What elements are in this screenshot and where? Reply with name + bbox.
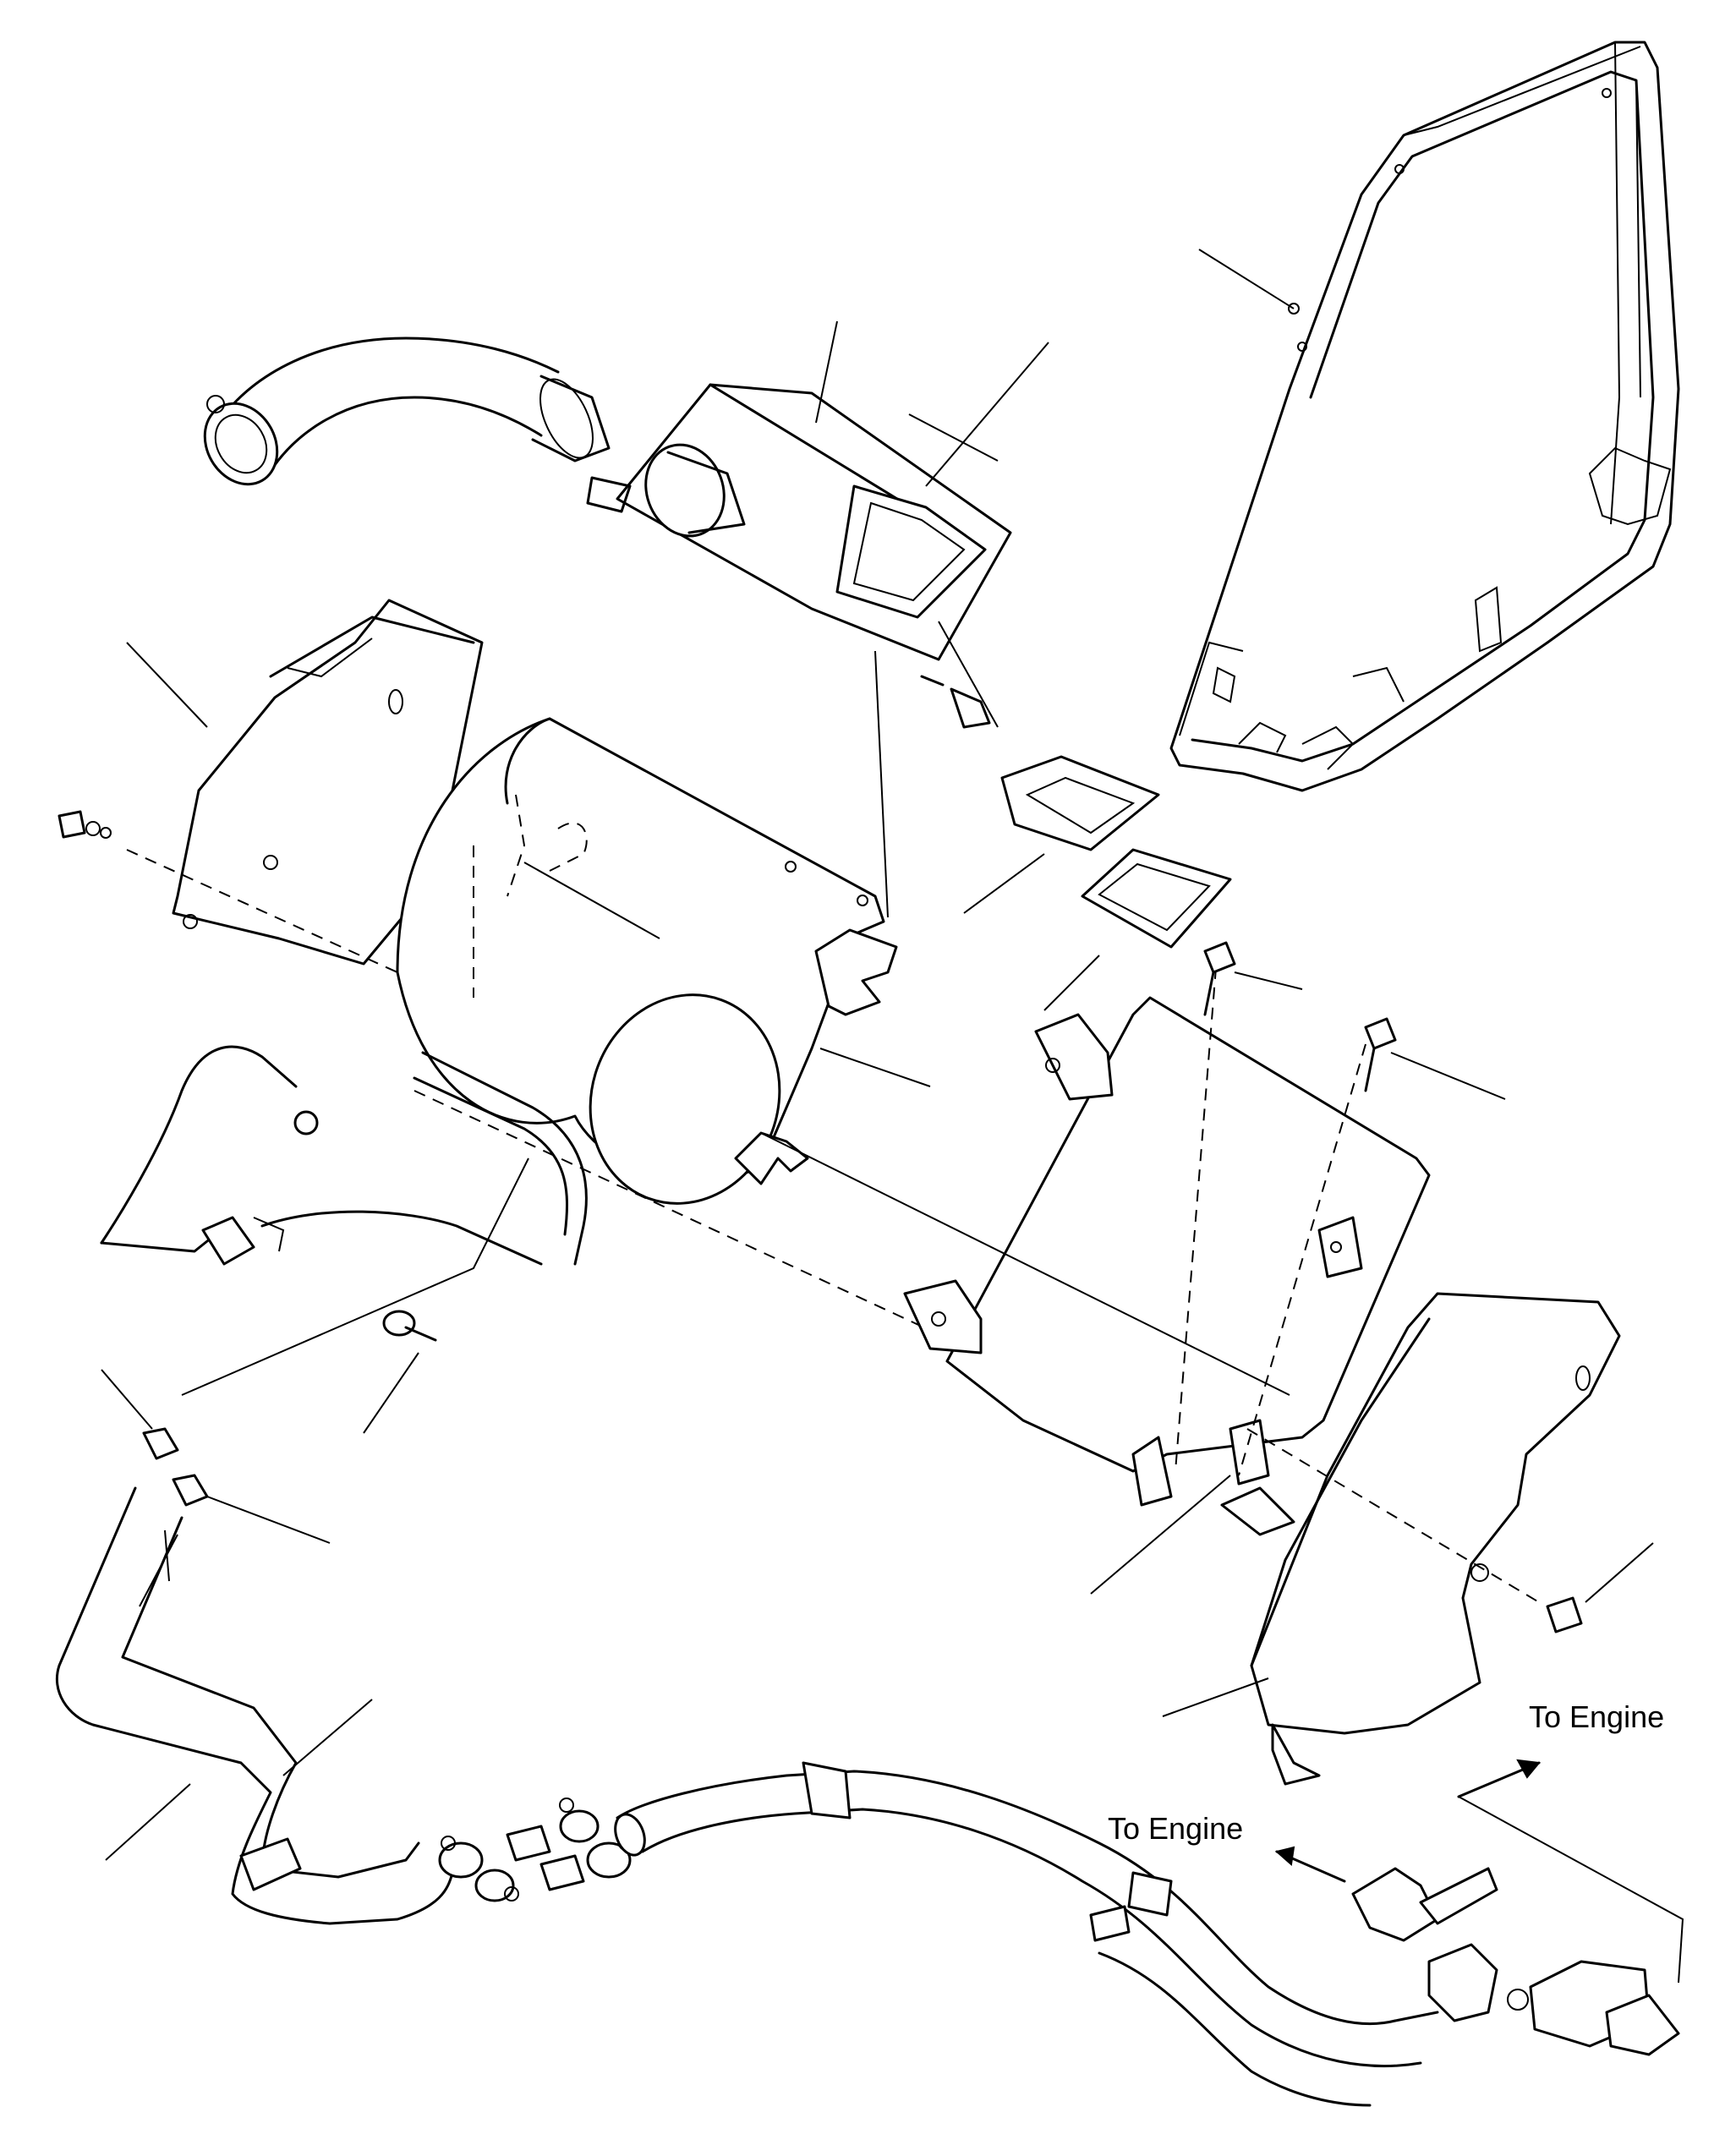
left-bolt <box>58 810 112 839</box>
wire-harness <box>100 1045 319 1266</box>
right-shield <box>1162 1292 1654 1786</box>
heater-tube <box>260 1051 588 1266</box>
to-engine-label-lower: To Engine <box>1108 1811 1244 1846</box>
grommet-bolt <box>363 1310 437 1434</box>
intake-duct-hose <box>203 337 611 486</box>
cab-frame <box>1169 41 1680 792</box>
plate-bolts <box>1203 941 1506 1100</box>
hose-clamps <box>438 1798 633 1902</box>
left-hose <box>55 1486 454 1925</box>
left-shield-plate <box>126 599 484 966</box>
mounting-plate <box>760 946 1431 1595</box>
heater-valve <box>1351 1867 1680 2056</box>
to-engine-label-upper: To Engine <box>1529 1699 1665 1734</box>
filter-frame <box>963 755 1160 914</box>
hose-clip <box>101 1369 331 1544</box>
arrow-to-engine-upper <box>1457 1759 1684 1984</box>
arrow-to-engine-lower <box>1274 1846 1346 1883</box>
housing-bolt <box>920 675 991 729</box>
filter-housing <box>586 320 1049 661</box>
filter-gasket <box>1043 848 1232 1011</box>
blower-housing <box>396 717 931 1205</box>
lower-heater-hose <box>614 1761 1422 2107</box>
